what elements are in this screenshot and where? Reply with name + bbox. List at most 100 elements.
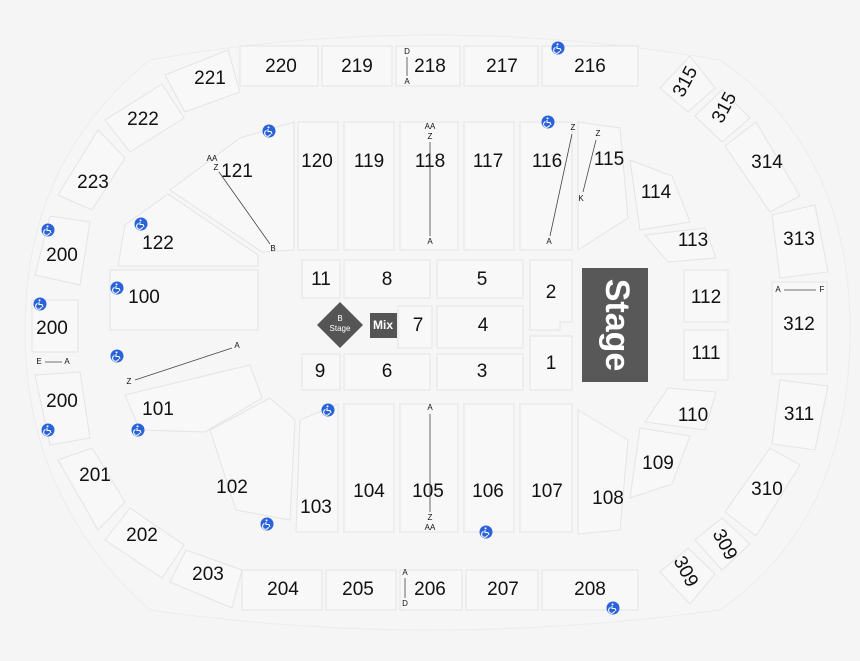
section-205[interactable]: 205 xyxy=(325,569,397,611)
section-5[interactable]: 5 xyxy=(436,259,524,299)
section-204[interactable]: 204 xyxy=(241,569,323,611)
wheelchair-icon xyxy=(321,403,335,417)
svg-text:217: 217 xyxy=(486,56,518,77)
section-312[interactable]: 312 xyxy=(771,281,828,375)
svg-text:109: 109 xyxy=(642,453,674,474)
section-102[interactable]: 102 xyxy=(209,397,296,521)
section-115[interactable]: 115 xyxy=(577,121,629,251)
section-8[interactable]: 8 xyxy=(343,259,431,299)
svg-text:9: 9 xyxy=(315,361,326,382)
svg-text:219: 219 xyxy=(341,56,373,77)
svg-text:3: 3 xyxy=(477,361,488,382)
svg-text:110: 110 xyxy=(678,405,708,426)
section-120[interactable]: 120 xyxy=(297,121,339,251)
section-105[interactable]: 105 xyxy=(399,403,459,533)
section-207[interactable]: 207 xyxy=(465,569,539,611)
wheelchair-icon xyxy=(41,423,55,437)
section-7[interactable]: 7 xyxy=(397,305,433,349)
section-6[interactable]: 6 xyxy=(343,353,431,391)
section-201[interactable]: 201 xyxy=(57,447,126,531)
section-202[interactable]: 202 xyxy=(104,507,185,579)
svg-text:B: B xyxy=(270,244,275,253)
svg-text:111: 111 xyxy=(692,343,721,364)
section-113[interactable]: 113 xyxy=(644,227,717,263)
svg-text:B: B xyxy=(337,314,342,323)
svg-text:202: 202 xyxy=(126,525,158,546)
svg-text:311: 311 xyxy=(784,404,814,425)
svg-text:114: 114 xyxy=(641,182,672,203)
section-108[interactable]: 108 xyxy=(577,409,629,535)
section-311[interactable]: 311 xyxy=(771,379,829,451)
section-222[interactable]: 222 xyxy=(104,83,185,153)
svg-text:102: 102 xyxy=(216,477,248,498)
section-122[interactable]: 122 xyxy=(117,193,259,267)
section-220[interactable]: 220 xyxy=(239,45,319,87)
svg-text:2: 2 xyxy=(546,282,557,303)
svg-text:113: 113 xyxy=(678,230,708,251)
svg-text:208: 208 xyxy=(574,579,606,600)
svg-text:AA: AA xyxy=(207,154,218,163)
section-206[interactable]: 206 xyxy=(399,569,463,611)
svg-text:4: 4 xyxy=(478,315,489,336)
svg-text:105: 105 xyxy=(412,481,444,502)
svg-text:119: 119 xyxy=(354,151,384,172)
section-219[interactable]: 219 xyxy=(321,45,393,87)
svg-text:112: 112 xyxy=(691,287,721,308)
svg-text:1: 1 xyxy=(546,353,557,374)
mix-position: Mix xyxy=(370,313,397,338)
svg-text:120: 120 xyxy=(301,151,333,172)
section-106[interactable]: 106 xyxy=(463,403,515,533)
svg-text:D: D xyxy=(402,599,408,608)
section-310[interactable]: 310 xyxy=(724,447,801,537)
wheelchair-icon xyxy=(110,349,124,363)
section-200-mid[interactable]: 200 xyxy=(31,299,79,353)
wheelchair-icon xyxy=(606,601,620,615)
section-3[interactable]: 3 xyxy=(436,353,524,391)
wheelchair-icon xyxy=(262,124,276,138)
section-221[interactable]: 221 xyxy=(164,49,241,113)
section-100[interactable]: 100 xyxy=(109,269,259,331)
wheelchair-icon xyxy=(134,217,148,231)
svg-text:AA: AA xyxy=(425,122,436,131)
section-1[interactable]: 1 xyxy=(529,335,573,391)
section-11[interactable]: 11 xyxy=(301,259,341,299)
svg-text:204: 204 xyxy=(267,579,299,600)
section-217[interactable]: 217 xyxy=(463,45,539,87)
section-103[interactable]: 103 xyxy=(295,403,339,533)
section-104[interactable]: 104 xyxy=(343,403,395,533)
svg-text:206: 206 xyxy=(414,579,446,600)
svg-text:222: 222 xyxy=(127,109,159,130)
section-110[interactable]: 110 xyxy=(644,387,717,431)
section-114[interactable]: 114 xyxy=(629,159,691,231)
section-223[interactable]: 223 xyxy=(57,129,126,211)
section-309-b[interactable]: 309 xyxy=(659,547,716,605)
section-314[interactable]: 314 xyxy=(724,121,801,213)
section-118[interactable]: 118 xyxy=(399,121,459,251)
svg-text:203: 203 xyxy=(192,564,224,585)
section-107[interactable]: 107 xyxy=(519,403,573,533)
section-111[interactable]: 111 xyxy=(683,329,729,381)
section-109[interactable]: 109 xyxy=(629,427,691,499)
section-4[interactable]: 4 xyxy=(436,305,524,349)
section-117[interactable]: 117 xyxy=(463,121,515,251)
b-stage: B Stage xyxy=(317,302,363,348)
section-309-a[interactable]: 309 xyxy=(694,517,751,571)
svg-text:103: 103 xyxy=(300,497,332,518)
section-116[interactable]: 116 xyxy=(519,121,573,251)
svg-text:F: F xyxy=(820,285,825,294)
section-313[interactable]: 313 xyxy=(771,204,829,279)
svg-text:A: A xyxy=(402,568,408,577)
section-112[interactable]: 112 xyxy=(683,269,729,323)
svg-text:AA: AA xyxy=(425,523,436,532)
svg-text:104: 104 xyxy=(353,481,385,502)
section-9[interactable]: 9 xyxy=(301,353,341,391)
section-121[interactable]: 121 xyxy=(169,121,295,253)
svg-text:107: 107 xyxy=(531,481,563,502)
svg-text:116: 116 xyxy=(532,151,562,172)
svg-text:K: K xyxy=(578,194,584,203)
svg-text:D: D xyxy=(404,47,410,56)
section-208[interactable]: 208 xyxy=(541,569,639,611)
section-119[interactable]: 119 xyxy=(343,121,395,251)
svg-text:223: 223 xyxy=(77,172,109,193)
section-2[interactable]: 2 xyxy=(529,259,573,331)
